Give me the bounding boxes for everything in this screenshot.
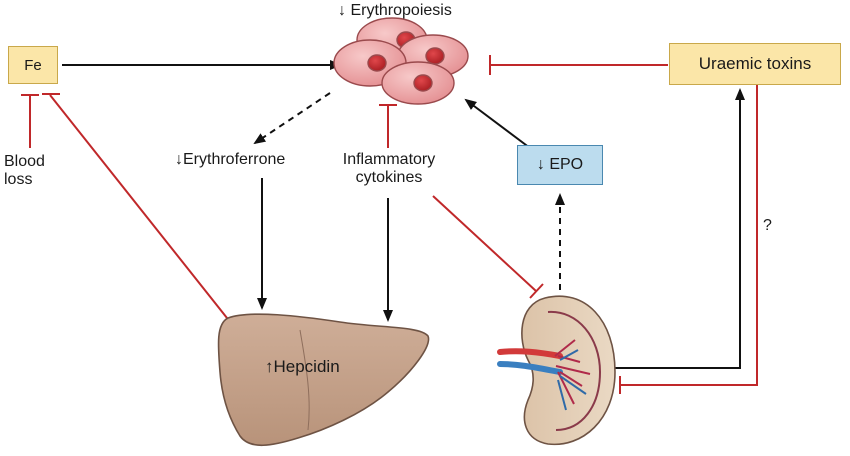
inhibit-bloodloss-to-fe [21, 94, 39, 148]
inhibit-cytokines-to-erythropoiesis [379, 104, 397, 148]
uraemic-toxins-box: Uraemic toxins [669, 43, 841, 85]
inflammatory-line2: cytokines [355, 169, 423, 187]
erythroferrone-label: ↓Erythroferrone [175, 151, 286, 168]
inhibit-toxins-to-kidney [619, 85, 758, 394]
inflammatory-line1: Inflammatory [342, 151, 436, 168]
dashed-arrow-to-erythroferrone [253, 92, 331, 145]
fe-box: Fe [8, 46, 58, 84]
epo-box: ↓ EPO [517, 145, 603, 185]
hepcidin-label: ↑Hepcidin [265, 357, 340, 376]
blood-line2: loss [4, 171, 33, 189]
erythropoiesis-label: ↓ Erythropoiesis [338, 2, 452, 19]
blood-loss-label: Blood loss [4, 153, 45, 190]
inflammatory-cytokines-label: Inflammatory cytokines [328, 151, 450, 188]
arrow-epo-to-erythropoiesis [464, 98, 531, 149]
inhibit-hepcidin-to-fe [42, 93, 228, 319]
liver-icon [217, 313, 430, 447]
uraemic-toxins-label: Uraemic toxins [698, 54, 812, 73]
arrow-kidney-to-toxins [610, 88, 745, 369]
blood-line1: Blood [4, 153, 45, 170]
question-mark-label: ? [763, 217, 772, 234]
epo-label: ↓ EPO [536, 156, 584, 173]
inhibit-cytokines-to-kidney [432, 195, 544, 299]
red-blood-cell-precursors-icon [333, 17, 469, 105]
inhibit-toxins-to-erythropoiesis [489, 55, 668, 75]
fe-label: Fe [24, 56, 42, 74]
kidney-icon [497, 295, 616, 446]
